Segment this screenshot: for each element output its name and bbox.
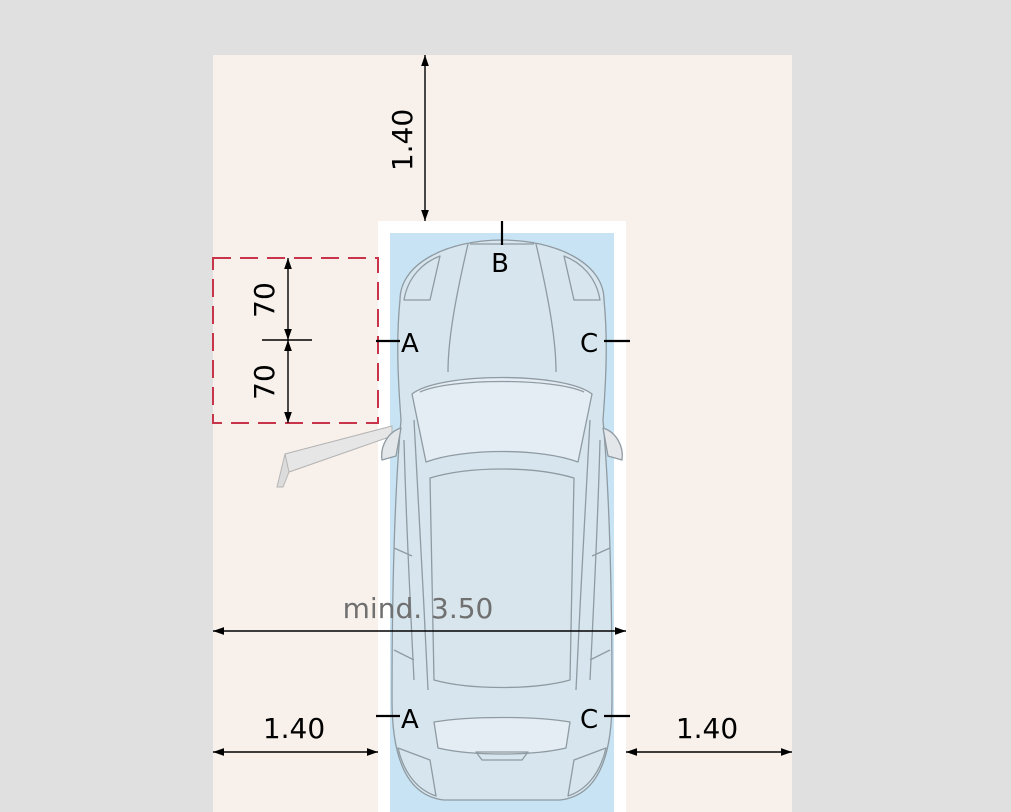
marker-a-top-label: A bbox=[401, 329, 419, 359]
marker-a-bottom-label: A bbox=[401, 705, 419, 735]
door-upper-label: 70 bbox=[248, 282, 281, 318]
total-width-label: mind. 3.50 bbox=[343, 592, 494, 625]
marker-c-bottom-label: C bbox=[580, 705, 598, 735]
marker-c-top-label: C bbox=[580, 329, 598, 359]
door-lower-label: 70 bbox=[248, 364, 281, 400]
left-clearance-label: 1.40 bbox=[263, 712, 325, 745]
marker-b-label: B bbox=[491, 249, 509, 279]
right-clearance-label: 1.40 bbox=[676, 712, 738, 745]
top-clearance-label: 1.40 bbox=[386, 109, 419, 171]
